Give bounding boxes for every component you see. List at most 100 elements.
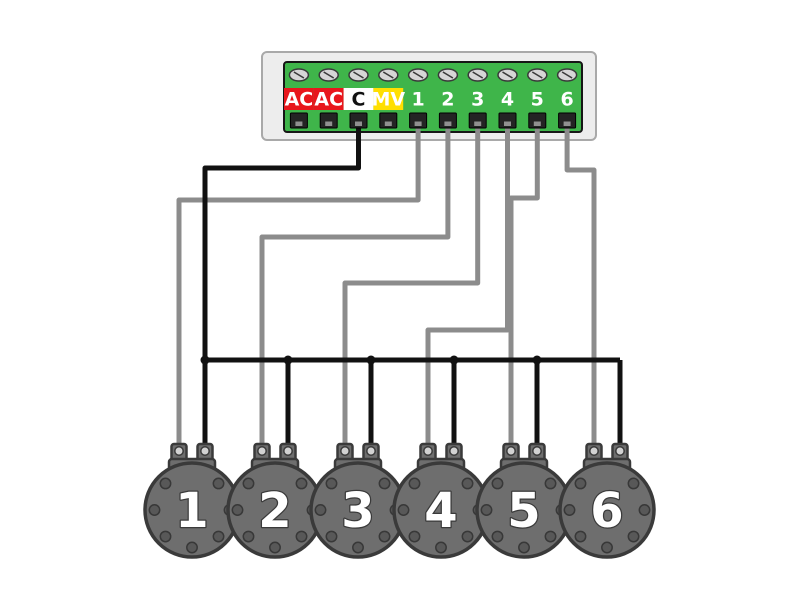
terminal-screw-icon xyxy=(348,68,369,82)
terminal-screw-icon xyxy=(527,68,548,82)
terminal-clamp xyxy=(558,112,577,129)
valve-bolt-icon xyxy=(352,541,364,554)
terminal-clamp xyxy=(528,112,547,129)
terminal-label: 2 xyxy=(441,89,454,111)
valve-bolt-icon xyxy=(491,530,504,543)
post-screw-icon xyxy=(589,446,599,456)
valve-2: 2 xyxy=(226,442,324,559)
valve-number: 4 xyxy=(424,483,457,539)
valve-bolt-icon xyxy=(574,477,587,490)
terminal-label: 6 xyxy=(560,89,573,111)
terminal-clamp xyxy=(349,112,368,129)
valve-bolt-icon xyxy=(435,541,447,554)
junction-dot xyxy=(532,355,542,365)
post-screw-icon xyxy=(532,446,542,456)
terminal-clamp xyxy=(379,112,398,129)
valve-bolt-icon xyxy=(480,504,493,516)
terminal-label-box xyxy=(284,88,314,110)
terminal-clamp xyxy=(409,112,428,129)
station-wire-3 xyxy=(342,120,481,452)
terminal-screw-icon xyxy=(407,68,429,82)
terminal-screw-icon xyxy=(378,68,399,82)
valve-bolt-icon xyxy=(212,530,225,543)
valve-number: 3 xyxy=(341,483,374,539)
terminal-label: 4 xyxy=(501,89,514,111)
valve-1: 1 xyxy=(143,442,241,559)
terminal-clamp xyxy=(438,112,457,129)
post-screw-icon xyxy=(257,446,267,456)
valve-bolt-icon xyxy=(408,477,421,490)
valve-4: 4 xyxy=(392,442,490,559)
valve-bolt-icon xyxy=(295,530,308,543)
valve-bolt-icon xyxy=(269,541,281,554)
terminal-label-box xyxy=(343,88,374,110)
station-wire-6 xyxy=(564,120,597,452)
valve-bolt-icon xyxy=(186,541,198,554)
post-screw-icon xyxy=(200,446,210,456)
valve-bolt-icon xyxy=(601,541,613,554)
valve-bolt-icon xyxy=(408,530,421,543)
valve-bolt-icon xyxy=(325,477,338,490)
terminal-label-box xyxy=(373,88,404,110)
station-wire-1 xyxy=(176,120,421,452)
terminal-label: 1 xyxy=(411,89,424,111)
terminal-clamp xyxy=(468,112,487,129)
valve-bolt-icon xyxy=(378,477,391,490)
post-screw-icon xyxy=(340,446,350,456)
terminal-label: C xyxy=(352,89,366,111)
station-wire-4 xyxy=(425,120,510,452)
station-wire-5 xyxy=(508,120,540,452)
valve-number: 6 xyxy=(590,483,623,539)
valve-5: 5 xyxy=(475,442,573,559)
junction-dot xyxy=(366,355,376,365)
valve-bolt-icon xyxy=(148,504,161,516)
valve-bolt-icon xyxy=(231,504,244,516)
valve-number: 1 xyxy=(175,483,208,539)
valve-bolt-icon xyxy=(295,477,308,490)
post-screw-icon xyxy=(283,446,293,456)
terminal-screw-icon xyxy=(467,68,488,82)
terminal-label: 5 xyxy=(531,89,544,111)
valve-bolt-icon xyxy=(378,530,391,543)
post-screw-icon xyxy=(449,446,459,456)
valve-bolt-icon xyxy=(574,530,587,543)
valve-bolt-icon xyxy=(325,530,338,543)
junction-dot xyxy=(449,355,459,365)
valve-bolt-icon xyxy=(638,504,651,516)
valve-bolt-icon xyxy=(627,530,640,543)
valve-bolt-icon xyxy=(397,504,410,516)
terminal-clamp xyxy=(289,112,308,129)
valve-number: 5 xyxy=(507,483,540,539)
terminal-label: MV xyxy=(371,89,405,111)
junction-dot xyxy=(283,355,293,365)
junction-dot xyxy=(200,355,210,365)
valve-bolt-icon xyxy=(314,504,327,516)
valve-bolt-icon xyxy=(242,530,255,543)
valve-bolt-icon xyxy=(212,477,225,490)
terminal-screw-icon xyxy=(288,68,310,82)
post-screw-icon xyxy=(423,446,433,456)
common-wire xyxy=(202,120,623,452)
valve-bolt-icon xyxy=(563,504,576,516)
valve-bolt-icon xyxy=(491,477,504,490)
terminal-screw-icon xyxy=(497,68,518,82)
terminal-screw-icon xyxy=(318,68,339,82)
valve-bolt-icon xyxy=(461,530,474,543)
station-wire-2 xyxy=(259,120,451,452)
valve-bolt-icon xyxy=(242,477,255,490)
terminal-clamp xyxy=(498,112,517,129)
terminal-label: AC xyxy=(285,89,314,111)
valve-bolt-icon xyxy=(544,530,557,543)
terminal-label: 3 xyxy=(471,89,484,111)
valve-6: 6 xyxy=(558,442,656,559)
valve-bolt-icon xyxy=(159,477,172,490)
terminal-clamp xyxy=(319,112,338,129)
post-screw-icon xyxy=(615,446,625,456)
post-screw-icon xyxy=(174,446,184,456)
valve-bolt-icon xyxy=(461,477,474,490)
terminal-screw-icon xyxy=(437,68,459,82)
valve-3: 3 xyxy=(309,442,407,559)
valve-bolt-icon xyxy=(544,477,557,490)
valve-bolt-icon xyxy=(159,530,172,543)
